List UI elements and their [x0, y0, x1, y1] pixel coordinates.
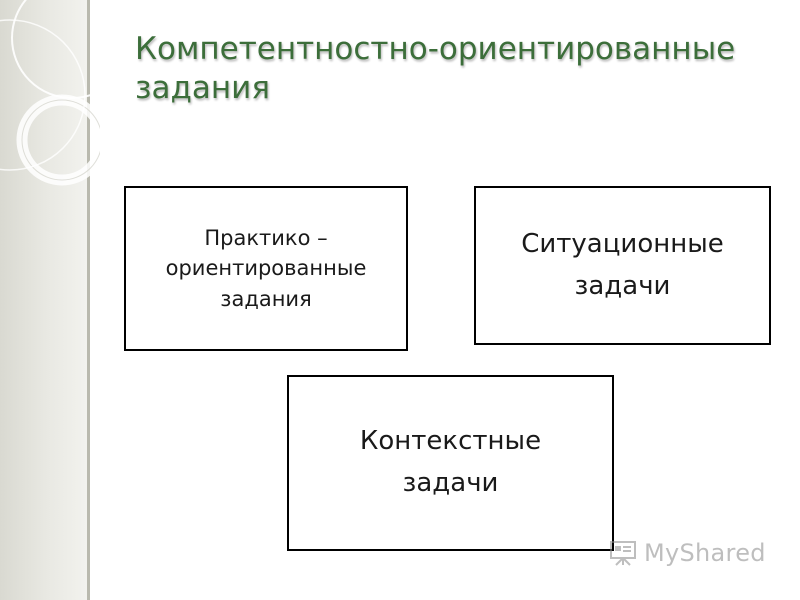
watermark-text: MyShared — [644, 539, 766, 567]
slide-title-line-2: задания — [135, 69, 270, 106]
decorative-rings-icon — [0, 0, 100, 186]
box-line: Практико – — [204, 225, 328, 250]
box-line: ориентированные — [165, 256, 367, 281]
box-line: задачи — [402, 468, 499, 498]
box-practice-oriented-tasks: Практико – ориентированные задания — [124, 186, 408, 351]
box-situational-tasks: Ситуационные задачи — [474, 186, 771, 345]
box-contextual-tasks: Контекстные задачи — [287, 375, 614, 551]
side-band-edge — [87, 0, 90, 600]
slide-title: Компетентностно-ориентированные задания — [135, 30, 785, 108]
box-line: Контекстные — [359, 426, 542, 457]
slide-title-line-1: Компетентностно-ориентированные — [135, 31, 736, 67]
box-line: Ситуационные — [521, 228, 724, 259]
box-line: задачи — [574, 270, 671, 301]
watermark: MyShared — [608, 538, 766, 568]
box-line: задания — [220, 286, 312, 311]
presentation-board-icon — [610, 541, 636, 566]
